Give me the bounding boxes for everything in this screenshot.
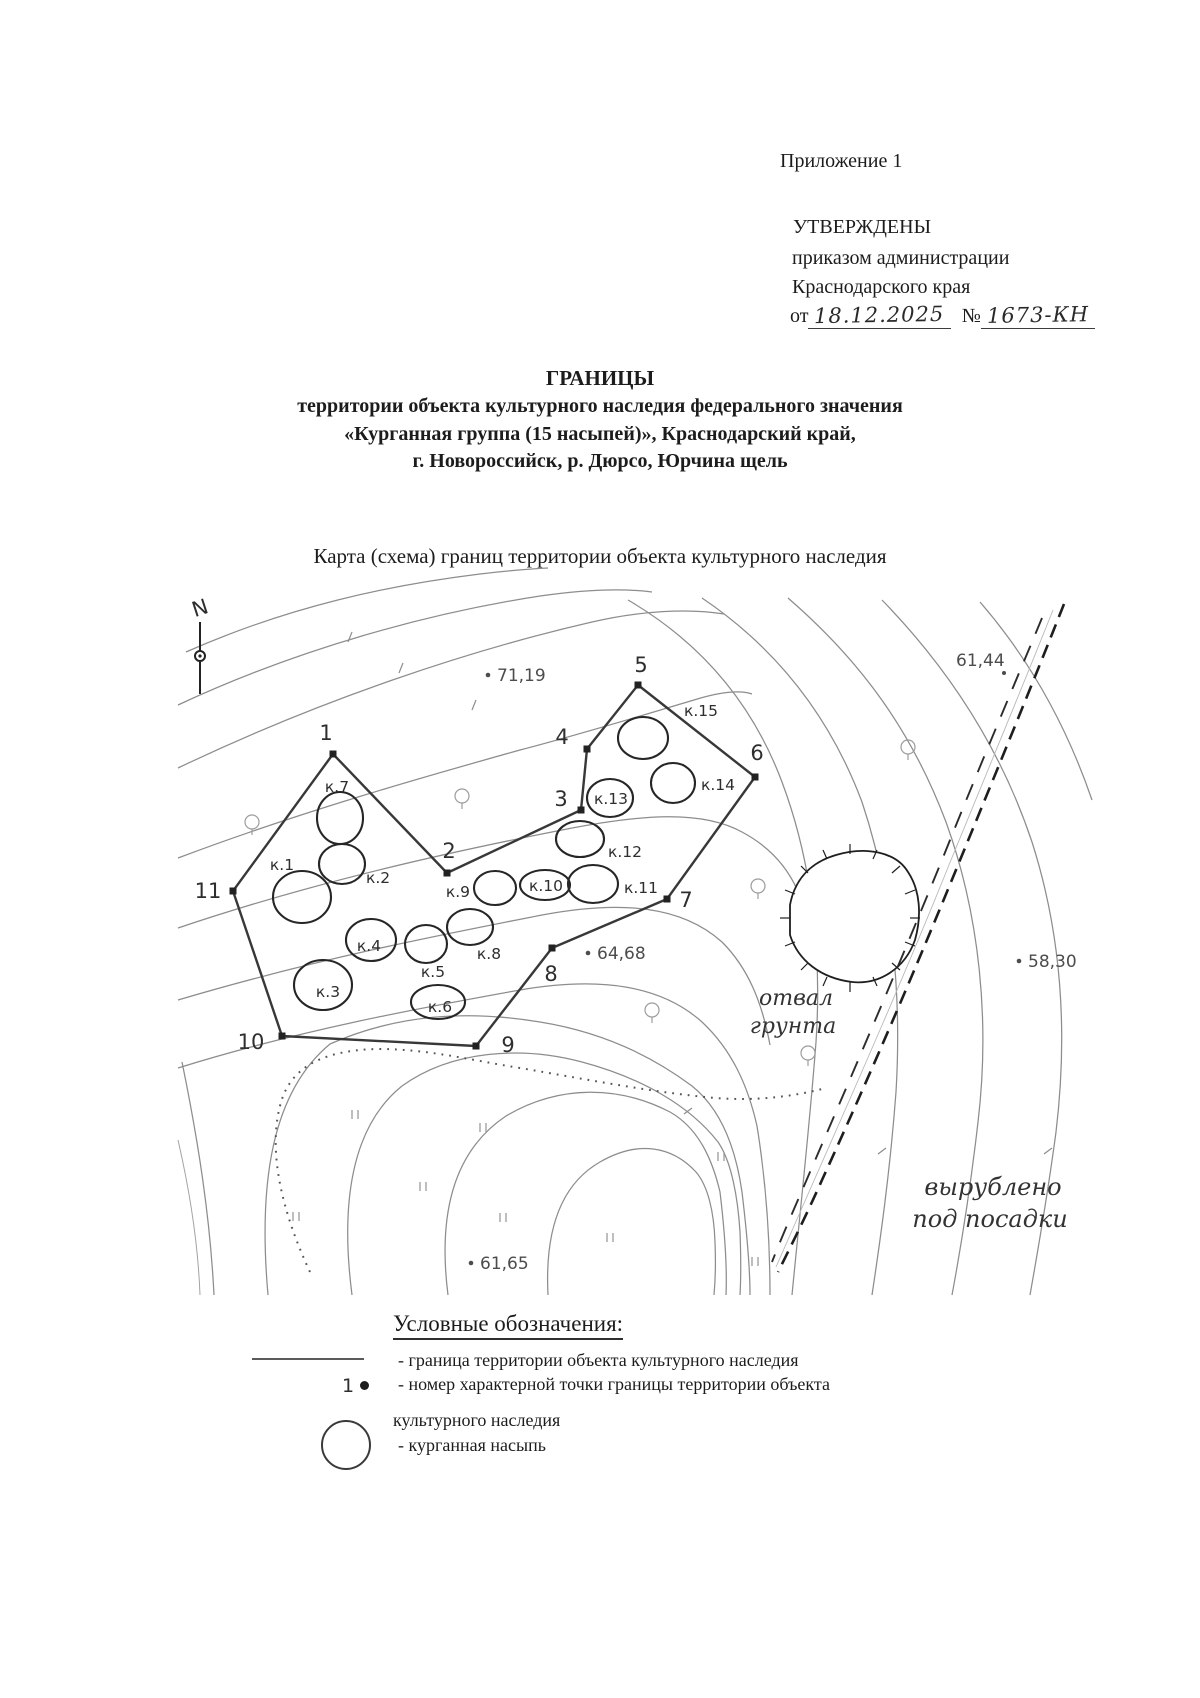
legend-heading: Условные обозначения: bbox=[393, 1311, 624, 1340]
road bbox=[771, 603, 1066, 1273]
approved-label: УТВЕРЖДЕНЫ bbox=[793, 216, 932, 238]
elevation-58-30: 58,30 bbox=[1028, 952, 1077, 972]
legend-point-dot bbox=[360, 1381, 370, 1390]
legend-point-symbol: 1 bbox=[342, 1375, 370, 1397]
doc-title-line3: «Курганная группа (15 насыпей)», Краснод… bbox=[344, 423, 856, 445]
mound-circles bbox=[271, 715, 697, 1021]
mound-label-k3: к.3 bbox=[316, 983, 340, 1001]
north-label: N bbox=[189, 594, 211, 622]
north-arrow: N bbox=[189, 594, 211, 694]
mound-label-k2: к.2 bbox=[366, 869, 390, 887]
hachure-ticks bbox=[780, 844, 920, 992]
mound-label-k9: к.9 bbox=[446, 883, 470, 901]
cleared-area-label-line1: вырублено bbox=[924, 1173, 1061, 1201]
elevation-71-19: 71,19 bbox=[497, 666, 546, 686]
point-label-1: 1 bbox=[319, 721, 332, 745]
tree-symbols bbox=[244, 739, 916, 1066]
boundary-vertices bbox=[229, 681, 759, 1050]
appendix-label: Приложение 1 bbox=[780, 150, 903, 172]
mound-labels: к.1 к.2 к.3 к.4 к.5 к.6 к.7 к.8 к.9 к.10… bbox=[270, 702, 735, 1016]
mound-label-k7: к.7 bbox=[325, 778, 349, 796]
approved-region-line: Краснодарского края bbox=[792, 276, 971, 298]
soil-dump-label-line1: отвал bbox=[759, 986, 833, 1011]
boundary-point-labels: 1 2 3 4 5 6 7 8 9 10 11 bbox=[195, 653, 764, 1057]
legend-mound-symbol bbox=[321, 1420, 371, 1470]
mound-label-k8: к.8 bbox=[477, 945, 501, 963]
point-label-8: 8 bbox=[544, 962, 557, 986]
point-label-9: 9 bbox=[501, 1033, 514, 1057]
grass-symbols bbox=[292, 1110, 759, 1266]
elevation-61-65: 61,65 bbox=[480, 1254, 529, 1274]
mound-label-k12: к.12 bbox=[608, 843, 642, 861]
point-label-10: 10 bbox=[238, 1030, 265, 1054]
elevation-marks: 71,19 61,44 64,68 58,30 61,65 bbox=[468, 651, 1077, 1274]
point-label-2: 2 bbox=[442, 839, 455, 863]
mound-label-k6: к.6 bbox=[428, 998, 452, 1016]
date-prefix: от bbox=[790, 305, 809, 327]
mound-label-k5: к.5 bbox=[421, 963, 445, 981]
mound-label-k1: к.1 bbox=[270, 856, 294, 874]
legend-boundary-line-symbol bbox=[252, 1358, 364, 1360]
map-caption: Карта (схема) границ территории объекта … bbox=[313, 544, 887, 568]
point-label-5: 5 bbox=[634, 653, 647, 677]
elevation-64-68: 64,68 bbox=[597, 944, 646, 964]
legend-item-boundary: - граница территории объекта культурного… bbox=[398, 1350, 799, 1370]
doc-title-line2: территории объекта культурного наследия … bbox=[297, 395, 903, 417]
area-labels: отвал грунта вырублено под посадки bbox=[750, 986, 1068, 1233]
mound-label-k14: к.14 bbox=[701, 776, 735, 794]
mound-label-k13: к.13 bbox=[594, 790, 628, 808]
soil-dump-area bbox=[780, 844, 920, 992]
cleared-area-label-line2: под посадки bbox=[912, 1205, 1067, 1233]
legend-item-point-number: - номер характерной точки границы террит… bbox=[398, 1374, 830, 1394]
legend-item-point-number-line2: культурного наследия bbox=[393, 1410, 561, 1430]
doc-title: ГРАНИЦЫ bbox=[545, 366, 655, 390]
point-label-3: 3 bbox=[554, 787, 567, 811]
approved-by-line: приказом администрации bbox=[792, 247, 1010, 269]
point-label-4: 4 bbox=[555, 725, 568, 749]
mound-label-k15: к.15 bbox=[684, 702, 718, 720]
point-label-6: 6 bbox=[750, 741, 763, 765]
mound-label-k10: к.10 bbox=[529, 877, 563, 895]
legend-item-mound: - курганная насыпь bbox=[398, 1435, 546, 1455]
mound-label-k11: к.11 bbox=[624, 879, 658, 897]
point-label-7: 7 bbox=[679, 888, 692, 912]
doc-title-line4: г. Новороссийск, р. Дюрсо, Юрчина щель bbox=[412, 450, 788, 472]
point-label-11: 11 bbox=[195, 879, 222, 903]
number-prefix: № bbox=[961, 305, 981, 327]
elevation-61-44: 61,44 bbox=[956, 651, 1005, 671]
mound-label-k4: к.4 bbox=[357, 937, 381, 955]
soil-dump-label-line2: грунта bbox=[750, 1014, 836, 1039]
territory-boundary bbox=[231, 683, 757, 1048]
